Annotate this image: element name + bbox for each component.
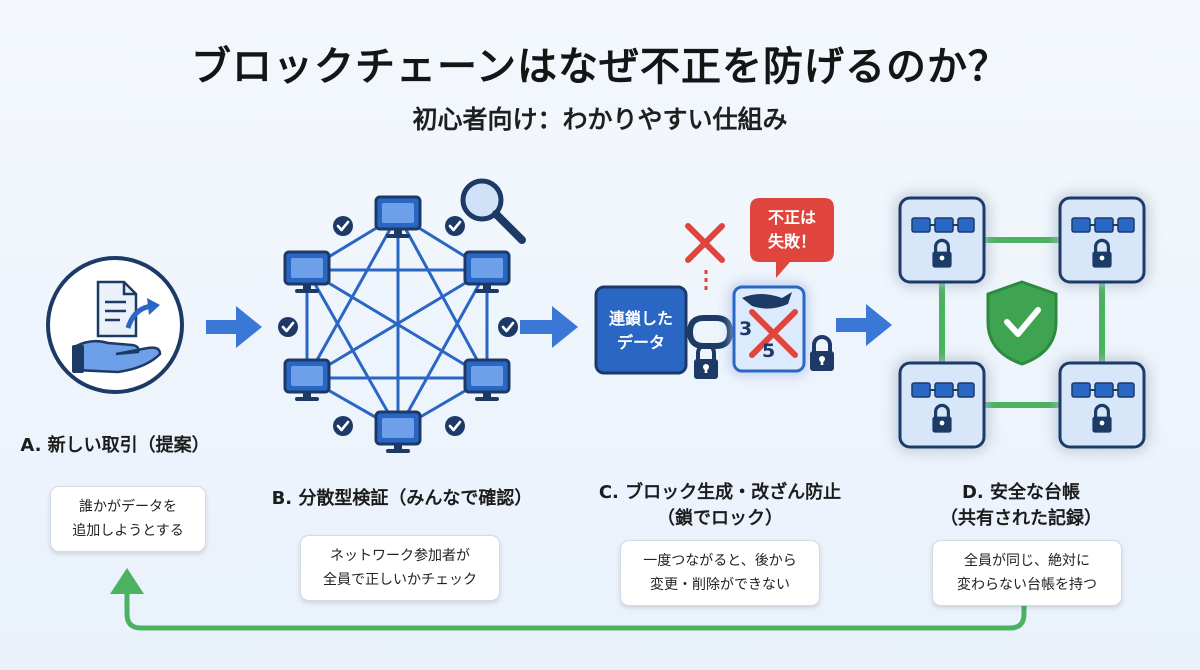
tampered-digit-5: 5 bbox=[762, 340, 776, 362]
fraud-fails-bubble: 不正は 失敗！ bbox=[750, 206, 834, 254]
step-c-label-line-2: （鎖でロック） bbox=[657, 508, 783, 529]
step-d-note-line-1: 全員が同じ、絶対に bbox=[964, 553, 1090, 569]
step-a-note-line-2: 追加しようとする bbox=[72, 523, 184, 539]
page-subtitle: 初心者向け：わかりやすい仕組み bbox=[412, 105, 788, 134]
chain-lock-icon bbox=[594, 198, 836, 381]
magnifier-icon bbox=[460, 178, 526, 244]
chained-data-line-2: データ bbox=[616, 333, 665, 352]
bubble-line-1: 不正は bbox=[767, 208, 816, 227]
step-b-note: ネットワーク参加者が 全員で正しいかチェック bbox=[300, 535, 500, 601]
step-c-label: C. ブロック生成・改ざん防止 （鎖でロック） bbox=[580, 480, 860, 532]
network-computers-icon bbox=[276, 195, 520, 455]
step-d-label-line-1: D. 安全な台帳 bbox=[961, 482, 1081, 503]
shield-check-icon bbox=[898, 196, 1146, 449]
bubble-line-2: 失敗！ bbox=[767, 232, 816, 251]
tampered-digit-3: 3 bbox=[739, 318, 753, 340]
step-a-note-line-1: 誰かがデータを bbox=[79, 499, 177, 515]
step-c-label-line-1: C. ブロック生成・改ざん防止 bbox=[598, 482, 842, 503]
chained-data-line-1: 連鎖した bbox=[608, 309, 673, 328]
document-hand-icon bbox=[72, 280, 162, 374]
step-d-note: 全員が同じ、絶対に 変わらない台帳を持つ bbox=[932, 540, 1122, 606]
step-b-note-line-1: ネットワーク参加者が bbox=[330, 548, 470, 564]
step-d-label: D. 安全な台帳 （共有された記録） bbox=[896, 480, 1146, 532]
step-d-label-line-2: （共有された記録） bbox=[940, 508, 1102, 529]
step-c-note: 一度つながると、後から 変更・削除ができない bbox=[620, 540, 820, 606]
step-a-note: 誰かがデータを 追加しようとする bbox=[50, 486, 206, 552]
step-c-note-line-1: 一度つながると、後から bbox=[643, 553, 797, 569]
step-a-label: A. 新しい取引（提案） bbox=[20, 435, 210, 456]
step-c-note-line-2: 変更・削除ができない bbox=[650, 577, 790, 593]
step-b-note-line-2: 全員で正しいかチェック bbox=[323, 572, 477, 588]
step-d-note-line-2: 変わらない台帳を持つ bbox=[957, 577, 1097, 593]
chained-data-box: 連鎖した データ bbox=[596, 307, 686, 355]
step-b-label: B. 分散型検証（みんなで確認） bbox=[271, 488, 533, 509]
page-title: ブロックチェーンはなぜ不正を防げるのか？ bbox=[191, 44, 1009, 90]
